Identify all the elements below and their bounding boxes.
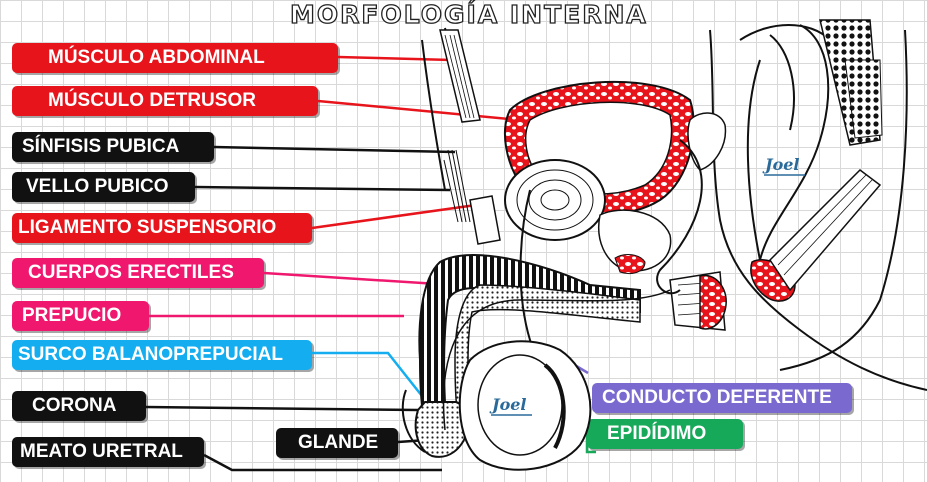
rectum-red (699, 274, 727, 330)
leader-musculo-detrusor (317, 99, 521, 122)
prostate-red (614, 254, 646, 275)
leader-musculo-abdominal (337, 55, 453, 62)
page-title: MORFOLOGÍA INTERNA (289, 0, 648, 30)
leader-ligamento-suspensorio (311, 203, 477, 230)
watermark-logo-2: Joel (489, 395, 532, 416)
label-ligamento-suspensorio: LIGAMENTO SUSPENSORIO (12, 213, 312, 243)
prostate (598, 209, 672, 272)
epididymis (543, 363, 566, 449)
seminal-vesicle (687, 112, 727, 171)
label-sinfisis-pubica: SÍNFISIS PUBICA (12, 132, 214, 162)
label-cuerpos-erectiles: CUERPOS ERECTILES (12, 258, 264, 288)
abdominal-muscle-fibers (444, 34, 475, 119)
watermark-text-2: Joel (489, 395, 527, 414)
watermark-text-1: Joel (762, 155, 800, 174)
foreskin (401, 389, 426, 453)
label-meato-uretral: MEATO URETRAL (12, 437, 204, 467)
pubic-hair (443, 149, 471, 223)
sacrum (844, 59, 883, 139)
watermark-logo-1: Joel (762, 155, 805, 176)
pubic-symphysis (504, 159, 606, 241)
leader-corona (145, 405, 419, 412)
urethra (442, 289, 671, 431)
ejaculatory-duct (656, 139, 703, 295)
leader-vello-pubico (194, 185, 451, 192)
label-musculo-detrusor: MÚSCULO DETRUSOR (12, 86, 318, 116)
label-surco-balanoprepucial: SURCO BALANOPREPUCIAL (12, 340, 312, 370)
leader-cuerpos-erectiles (263, 271, 439, 286)
label-glande: GLANDE (276, 428, 398, 458)
suspensory-ligament (469, 195, 501, 245)
leader-epididimo (585, 432, 596, 454)
label-prepucio: PREPUCIO (12, 301, 149, 331)
rectum-outline (759, 24, 830, 261)
leader-sinfisis-pubica (213, 145, 456, 154)
leader-surco-balanoprepucial (312, 351, 423, 397)
label-musculo-abdominal: MÚSCULO ABDOMINAL (12, 43, 338, 73)
label-conducto-deferente: CONDUCTO DEFERENTE (592, 383, 852, 413)
label-vello-pubico: VELLO PUBICO (12, 172, 195, 202)
leader-meato-uretral (203, 453, 442, 472)
label-epididimo: EPIDÍDIMO (587, 419, 743, 449)
label-corona: CORONA (12, 391, 146, 421)
